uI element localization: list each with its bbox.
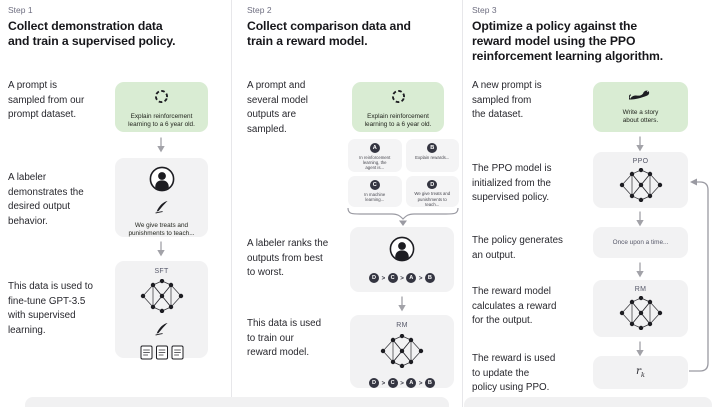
down-arrow-icon [156,137,166,158]
prompt-text: Explain reinforcement learning to a 6 ye… [128,113,195,128]
output-a-badge: A [369,143,380,153]
output-a-text: In reinforcement learning, the agent is.… [359,155,391,171]
ppo-model-label: PPO [632,158,649,165]
quill-icon [154,200,169,219]
rank-1: D [369,273,380,283]
rank-separator: > [400,274,404,282]
step3-reward-box: rk [593,356,688,389]
down-arrow-icon [635,262,645,283]
feedback-loop-arrow [689,178,709,372]
neural-network-icon [619,295,663,335]
step2-caption-rank: A labeler ranks the outputs from best to… [247,238,329,278]
documents-icon [140,345,184,365]
step1-title: Collect demonstration data and train a s… [8,19,176,48]
step3-prompt-box: Write a story about otters. [593,82,688,132]
output-c: C In machine learning... [348,176,402,207]
rank-2: C [387,273,398,283]
rank-4: B [424,378,435,388]
rank-4: B [424,273,435,283]
output-b: B Explain rewards... [405,139,459,172]
down-arrow-icon [156,241,166,262]
rm-model-label: RM [396,322,408,329]
step2-label: Step 2 [247,5,272,15]
otter-icon [628,88,653,106]
down-arrow-icon [635,341,645,362]
step2-caption-prompt: A prompt and several model outputs are s… [247,80,308,135]
prompt-text: Write a story about otters. [622,109,659,124]
neural-network-icon [380,333,424,373]
sft-model-label: SFT [154,268,169,275]
output-d-badge: D [427,180,438,190]
rank-separator: > [381,274,386,282]
prompt-text: Explain reinforcement learning to a 6 ye… [364,113,432,128]
rank-separator: > [381,379,386,387]
step2-rm-box: RM D > C > A > B [350,315,454,388]
refresh-icon [154,89,169,109]
step1-label: Step 1 [8,5,33,15]
bottom-card-left [25,397,449,407]
step3-caption-ppo: The PPO model is initialized from the su… [472,163,552,203]
step1-sft-box: SFT [115,261,208,360]
step3-output-box: Once upon a time... [593,227,688,258]
rank-separator: > [418,274,423,282]
step1-prompt-box: Explain reinforcement learning to a 6 ye… [115,82,208,132]
output-b-badge: B [427,143,438,153]
column-divider-2 [462,0,463,407]
step3-column: Step 3 Optimize a policy against the rew… [472,0,712,407]
output-b-text: Explain rewards... [415,155,450,160]
down-arrow-icon [635,136,645,157]
rank-1: D [369,378,380,388]
down-arrow-icon [635,211,645,232]
step1-caption-prompt: A prompt is sampled from our prompt data… [8,80,85,120]
output-c-badge: C [369,180,380,190]
rm-model-label: RM [634,286,647,293]
step3-rm-box: RM [593,280,688,337]
column-divider-1 [231,0,232,407]
output-d-text: We give treats and punishments to teach.… [414,191,451,207]
output-d: D We give treats and punishments to teac… [405,176,459,207]
person-icon [149,166,175,197]
step3-label: Step 3 [472,5,497,15]
curly-brace [347,207,459,226]
step1-caption-finetune: This data is used to fine-tune GPT-3.5 w… [8,281,93,336]
step3-ppo-box: PPO [593,152,688,208]
step2-caption-train: This data is used to train our reward mo… [247,318,322,358]
step3-title: Optimize a policy against the reward mod… [472,19,664,63]
ranking-result: D > C > A > B [369,273,435,283]
step3-caption-output: The policy generates an output. [472,235,563,261]
rank-separator: > [400,379,404,387]
neural-network-icon [140,278,184,318]
ranking-result: D > C > A > B [369,378,435,388]
output-c-text: In machine learning... [364,192,386,203]
rank-3: A [406,273,417,283]
rank-2: C [387,378,398,388]
person-icon [389,236,415,267]
step2-title: Collect comparison data and train a rewa… [247,19,411,48]
step3-caption-update: The reward is used to update the policy … [472,353,556,393]
generated-output-text: Once upon a time... [612,238,669,246]
step1-column: Step 1 Collect demonstration data and tr… [8,0,231,407]
step1-labeler-box: We give treats and punishments to teach.… [115,158,208,237]
step1-caption-labeler: A labeler demonstrates the desired outpu… [8,172,84,227]
demonstration-text: We give treats and punishments to teach.… [128,222,195,237]
rank-3: A [406,378,417,388]
step3-caption-prompt: A new prompt is sampled from the dataset… [472,80,542,120]
refresh-icon [391,89,406,109]
step2-labeler-box: D > C > A > B [350,227,454,292]
reward-value: rk [636,365,645,380]
step2-prompt-box: Explain reinforcement learning to a 6 ye… [352,82,444,132]
step2-column: Step 2 Collect comparison data and train… [247,0,463,407]
bottom-card-right [464,397,712,407]
rank-separator: > [418,379,423,387]
step3-caption-reward: The reward model calculates a reward for… [472,286,557,326]
quill-icon [154,322,169,341]
output-a: A In reinforcement learning, the agent i… [348,139,402,172]
model-outputs-grid: A In reinforcement learning, the agent i… [348,139,459,207]
neural-network-icon [619,167,663,207]
down-arrow-icon [397,296,407,317]
